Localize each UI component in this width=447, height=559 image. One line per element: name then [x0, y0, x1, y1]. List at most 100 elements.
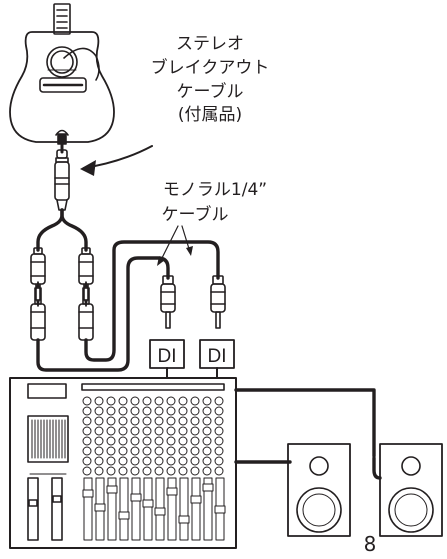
mixer-knob: [118, 446, 128, 456]
mixer-knob: [106, 446, 116, 456]
mixer-knob: [178, 426, 188, 436]
fader-knob: [82, 489, 94, 498]
mixer-knob: [94, 426, 104, 436]
mixer-knob: [82, 396, 92, 406]
mixer-knob: [106, 396, 116, 406]
label-pointer-arrows: [157, 225, 193, 266]
mixer-knob: [154, 416, 164, 426]
fader-knob: [118, 511, 130, 520]
mixer-knob: [118, 406, 128, 416]
mixer-fader-strip: [82, 477, 226, 541]
mixer-knob: [178, 446, 188, 456]
pointer-arrow-icon: [80, 145, 153, 176]
mixer-knob: [190, 456, 200, 466]
mixer-knob: [154, 406, 164, 416]
fader-slot: [83, 477, 93, 541]
mixer-knob: [106, 436, 116, 446]
mixer-knob: [202, 396, 212, 406]
fader-slot: [119, 477, 129, 541]
mixer-knob: [214, 436, 224, 446]
speaker-icon: [287, 443, 351, 537]
mixer-knob: [178, 436, 188, 446]
mixer-knob: [166, 446, 176, 456]
jack-plug-icon: [30, 247, 46, 307]
mixer-knob: [94, 406, 104, 416]
di-box-icon: DI: [199, 339, 235, 369]
mixer-knob: [142, 416, 152, 426]
fader-knob: [214, 505, 226, 514]
mixer-knob: [118, 456, 128, 466]
mixer-knob: [190, 396, 200, 406]
fader-knob: [178, 515, 190, 524]
mixer-knob: [142, 396, 152, 406]
mixer-knob: [130, 436, 140, 446]
breakout-cable-label-line-4: (付属品): [177, 105, 243, 125]
mixer-knob: [202, 416, 212, 426]
fader-slot: [143, 477, 153, 541]
mixer-knob: [130, 406, 140, 416]
speaker-cable: [234, 388, 382, 480]
mixer-knob: [190, 416, 200, 426]
mixer-knob: [166, 396, 176, 406]
mixer-knob: [82, 456, 92, 466]
mixer-knob: [154, 426, 164, 436]
mixer-knob: [142, 466, 152, 476]
mixer-knob: [154, 436, 164, 446]
fader-slot: [167, 477, 177, 541]
mixer-knob: [118, 426, 128, 436]
mixer-knob: [142, 426, 152, 436]
mixer-knob: [202, 466, 212, 476]
mixer-knob: [214, 446, 224, 456]
mixer-knob: [82, 466, 92, 476]
mixer-knob: [178, 406, 188, 416]
mixer-knob: [94, 416, 104, 426]
mixer-knob: [130, 466, 140, 476]
mixer-knob: [142, 456, 152, 466]
mixer-knob: [202, 446, 212, 456]
mixer-knob: [82, 446, 92, 456]
fader-knob: [94, 503, 106, 512]
mixer-knob: [202, 436, 212, 446]
mixer-knob: [82, 436, 92, 446]
mixer-knob: [166, 416, 176, 426]
mixer-knob: [130, 426, 140, 436]
mixer-knob: [178, 456, 188, 466]
mixer-knob: [214, 416, 224, 426]
mixer-knob: [130, 456, 140, 466]
mixer-knob: [190, 446, 200, 456]
jack-plug-icon: [210, 275, 226, 329]
mixer-knob: [142, 446, 152, 456]
acoustic-guitar-icon: [9, 3, 115, 145]
mixer-knob: [82, 416, 92, 426]
mixer-knob: [190, 466, 200, 476]
mixer-knob: [166, 466, 176, 476]
speaker-icon: [379, 443, 443, 537]
mixer-knob: [106, 406, 116, 416]
mixer-knob: [154, 446, 164, 456]
mixer-knob: [154, 456, 164, 466]
fader-knob: [106, 485, 118, 494]
stereo-breakout-plug-icon: [54, 149, 70, 211]
fader-knob: [202, 483, 214, 492]
mixer-knob: [190, 406, 200, 416]
jack-plug-icon: [160, 275, 176, 329]
mixer-knob: [214, 456, 224, 466]
fader-knob: [142, 499, 154, 508]
jack-plug-icon: [30, 281, 46, 341]
mixer-knob: [166, 426, 176, 436]
mixer-knob: [214, 406, 224, 416]
mixer-knob: [94, 396, 104, 406]
mixer-knob: [106, 426, 116, 436]
fader-slot: [131, 477, 141, 541]
mixer-knob: [142, 406, 152, 416]
fader-slot: [203, 477, 213, 541]
mixer-knob: [118, 436, 128, 446]
mixer-knob: [82, 426, 92, 436]
mixer-knob: [214, 396, 224, 406]
mixer-knob: [178, 416, 188, 426]
fader-knob: [166, 487, 178, 496]
breakout-cable-label-line-1: ステレオ: [176, 34, 244, 54]
mixer-knob-grid: [82, 396, 224, 476]
mixer-knob: [214, 426, 224, 436]
